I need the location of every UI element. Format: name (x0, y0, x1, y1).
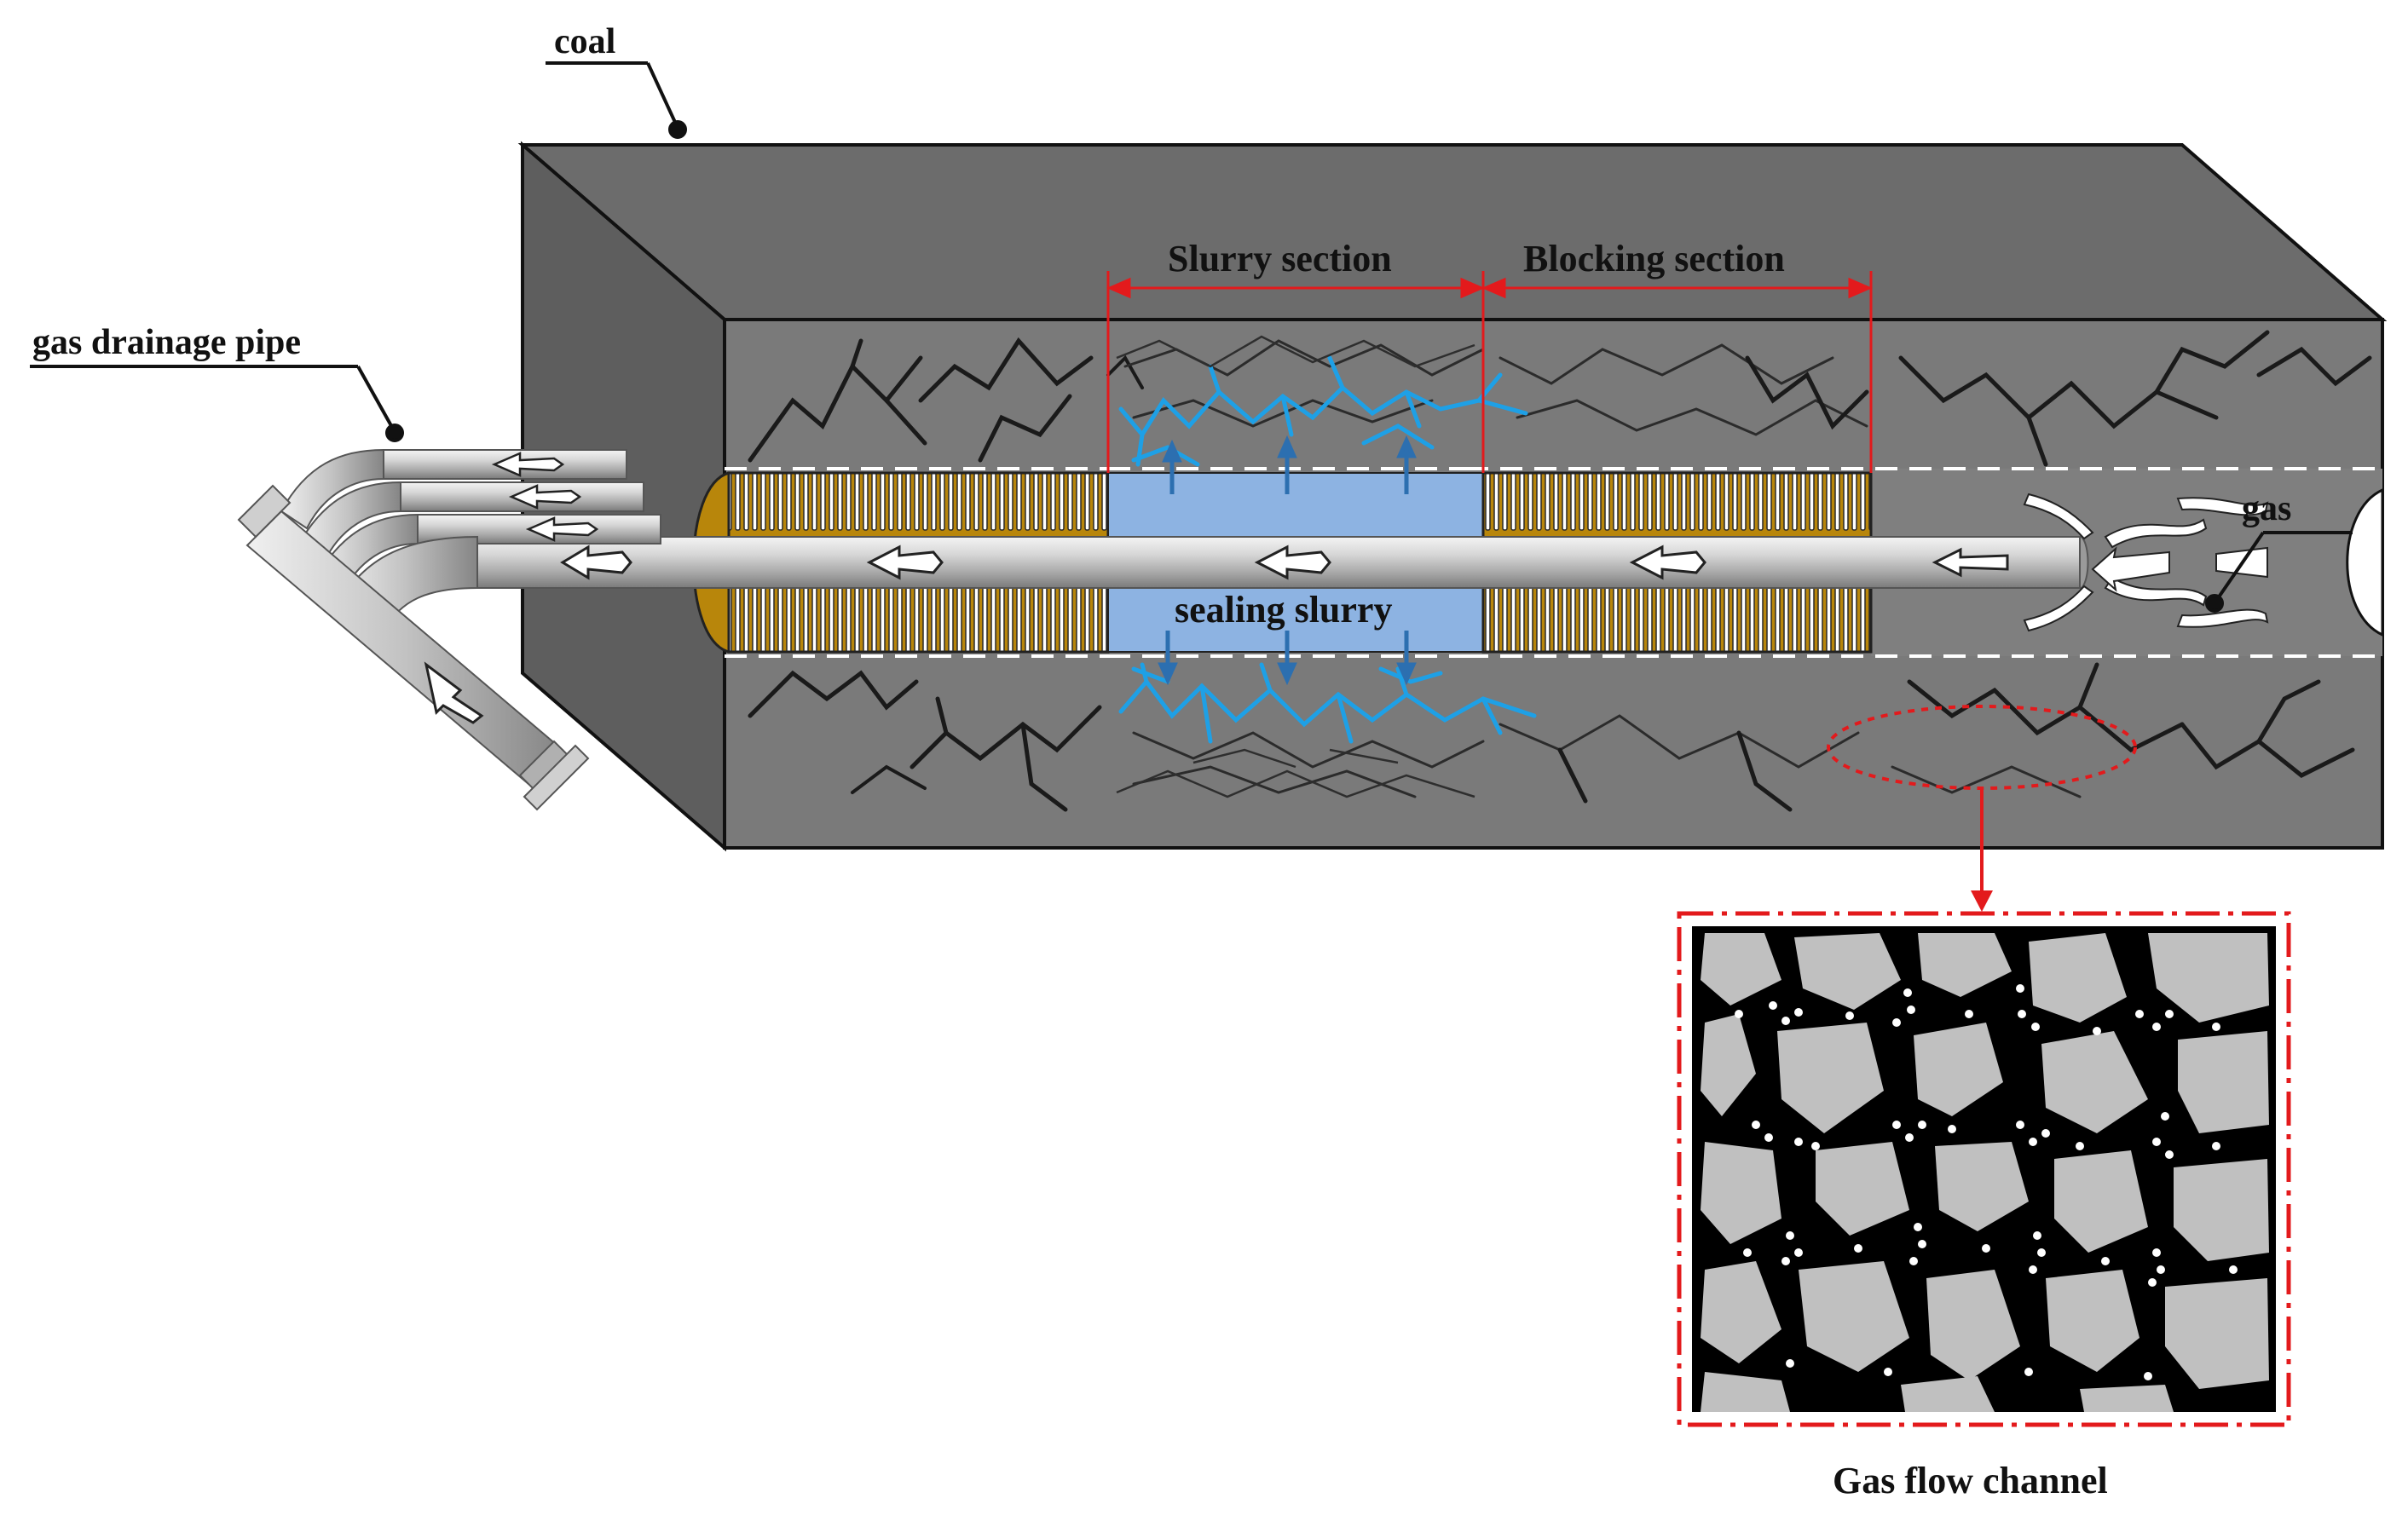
flow-arrow-icon (525, 516, 599, 542)
gas-inflow-arrows (2023, 493, 2269, 632)
flow-arrow-icon (491, 452, 565, 477)
gas-drainage-pipe-label: gas drainage pipe (32, 323, 301, 362)
blocking-section-label: Blocking section (1523, 238, 1785, 279)
slurry-section-label: Slurry section (1168, 238, 1392, 279)
flow-arrow-icon (424, 661, 484, 724)
flow-arrow-icon (866, 545, 944, 580)
borehole-end-opening (2346, 487, 2384, 637)
flow-arrow-icon (1254, 545, 1331, 580)
coal-top-face (517, 143, 2388, 321)
flow-arrow-icon (1629, 545, 1706, 580)
slurry-penetration-arrows (1158, 435, 1417, 686)
slurry-penetrated-cracks (1118, 355, 1537, 744)
flow-arrow-icon (1932, 547, 2009, 578)
gas-flow-channel-callout (1827, 705, 2137, 912)
coal-label: coal (554, 22, 615, 61)
gas-drainage-pipe-assembly (237, 448, 661, 811)
pipe-flow-arrows (560, 545, 2009, 580)
gas-label: gas (2242, 489, 2291, 528)
section-dimension-lines (1106, 271, 1873, 473)
sealing-slurry-label: sealing slurry (1175, 589, 1392, 631)
coal-fractures (748, 330, 2372, 812)
label-leaders (30, 61, 2353, 613)
gas-flow-particles (1735, 984, 2238, 1380)
gas-flow-channel-label: Gas flow channel (1833, 1460, 2108, 1501)
slurry-permeation-thin-cracks (1116, 335, 1475, 798)
flow-arrow-icon (508, 484, 582, 510)
flow-arrow-icon (560, 545, 632, 580)
gas-flow-channel-inset (1677, 911, 2291, 1427)
